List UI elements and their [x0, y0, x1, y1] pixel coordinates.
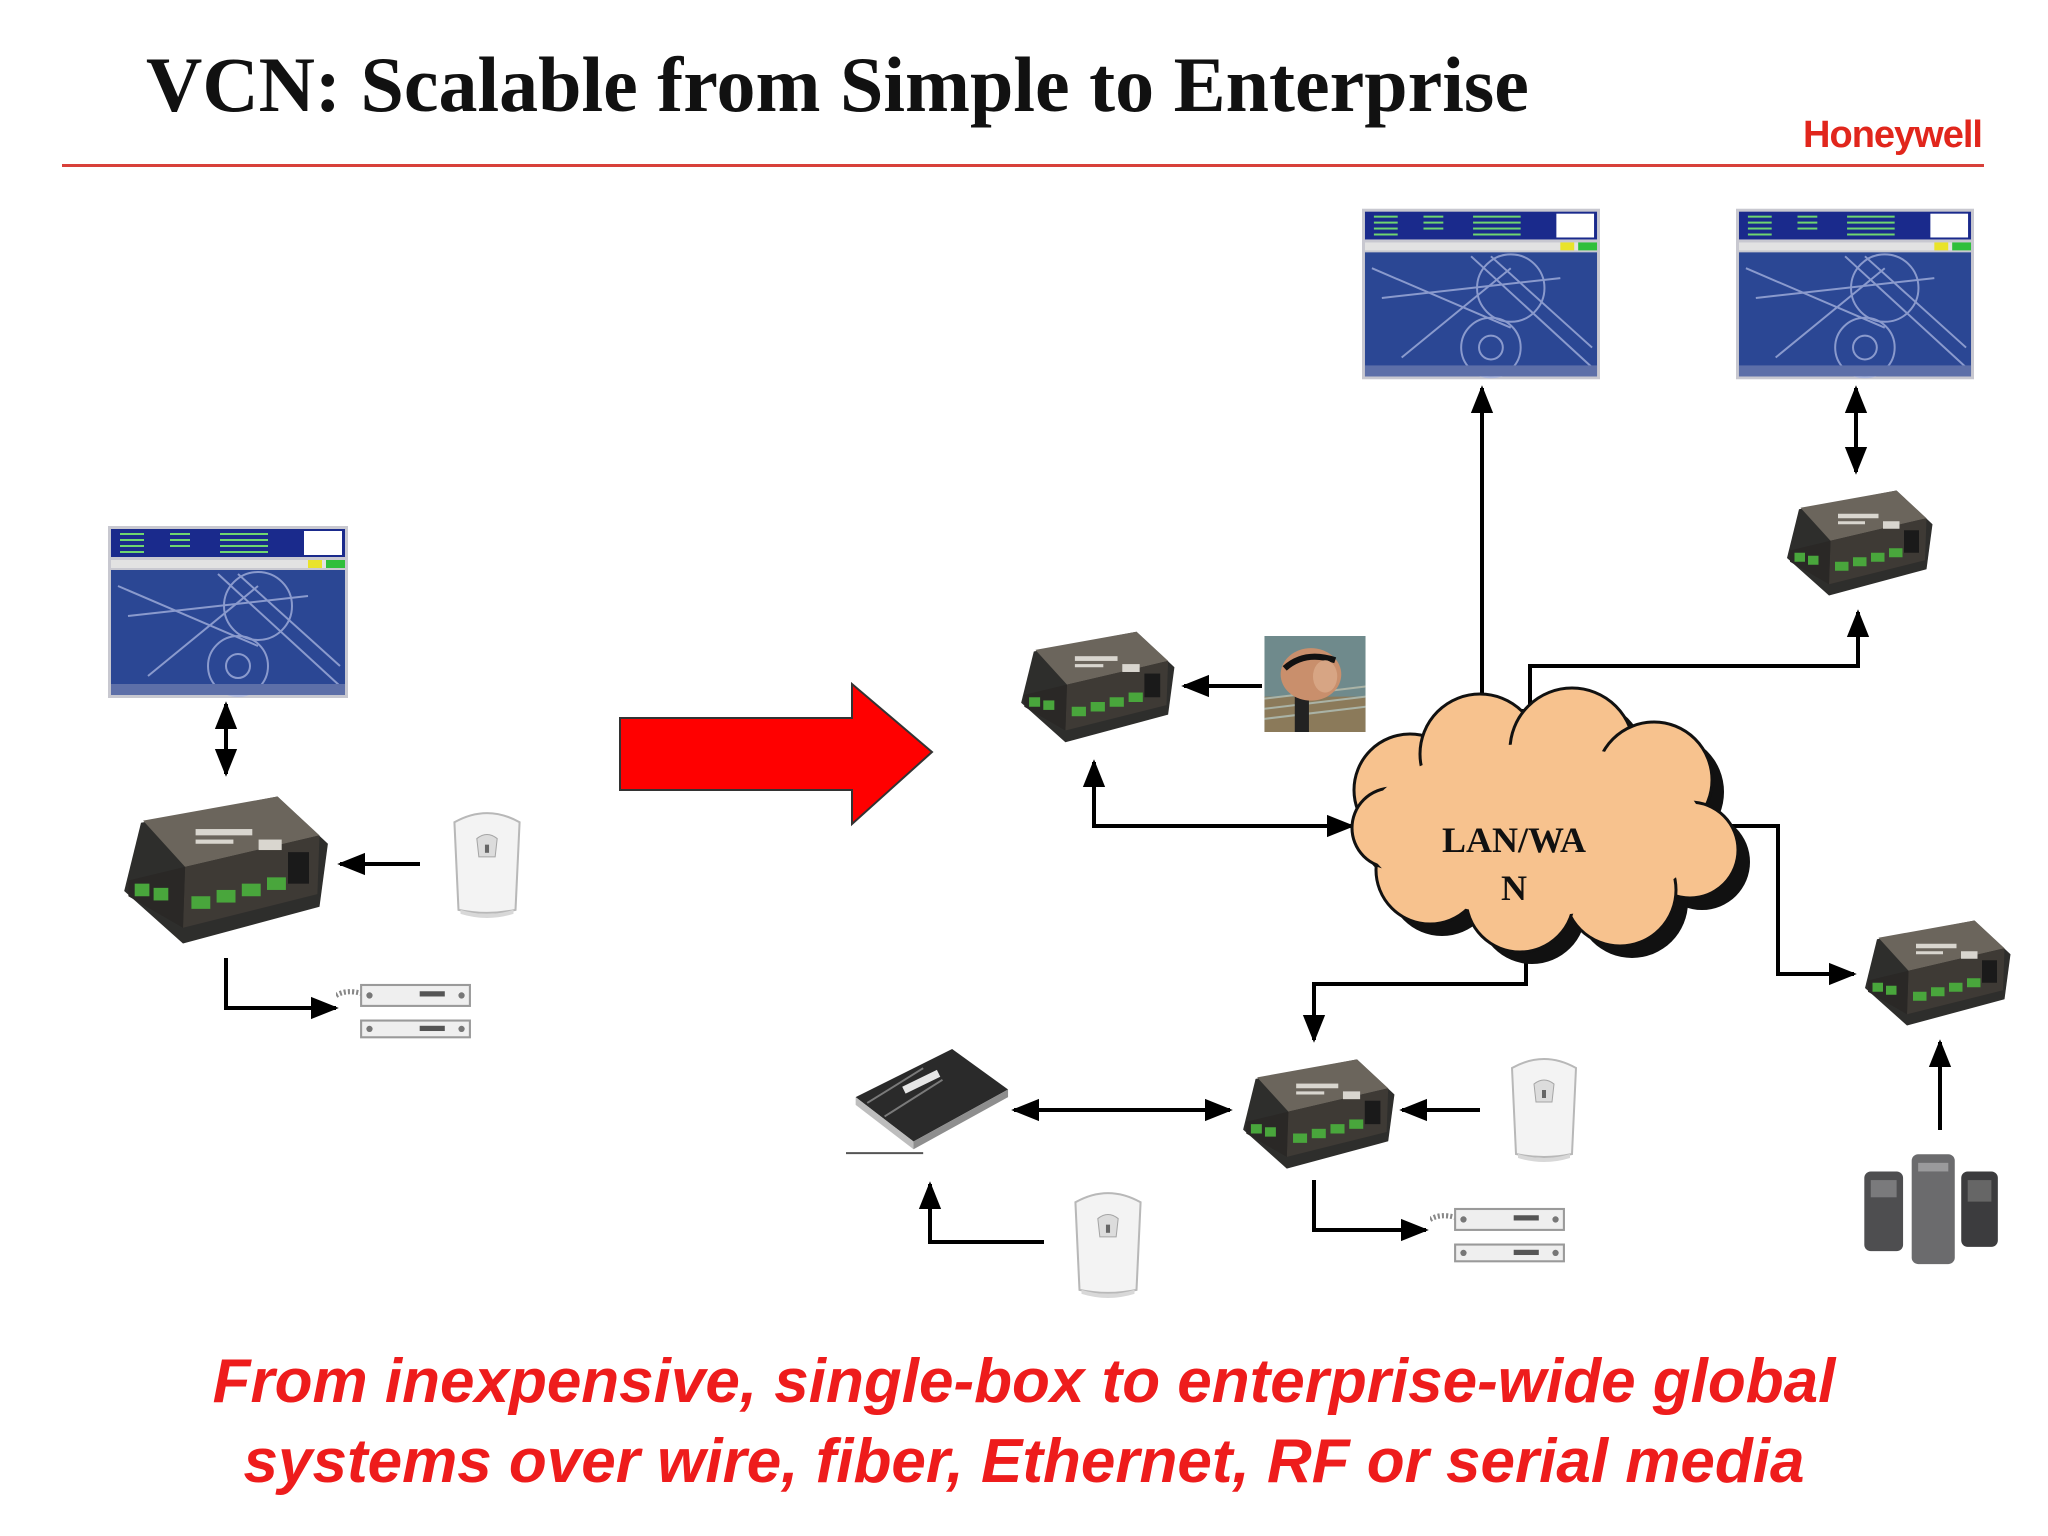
tagline-line-2: systems over wire, fiber, Ethernet, RF o… [243, 1427, 1805, 1496]
motion-sensor-icon [1511, 1058, 1577, 1163]
network-label-line1: LAN/WA [1442, 820, 1586, 860]
access-panel-icon [846, 1047, 1010, 1155]
workstation-monitor-icon [1362, 208, 1600, 380]
workstation-monitor-icon [108, 526, 348, 698]
security-appliance-icon [124, 796, 328, 944]
tagline-line-1: From inexpensive, single-box to enterpri… [212, 1347, 1836, 1416]
slide-title: VCN: Scalable from Simple to Enterprise [146, 41, 1529, 128]
card-reader-icon [1864, 1154, 1998, 1265]
workstation-monitor-icon [1736, 208, 1974, 380]
camera-icon [1264, 636, 1365, 732]
door-contact-icon [336, 985, 470, 1037]
door-contact-icon [1430, 1209, 1564, 1261]
connector-lines [214, 385, 1952, 1244]
motion-sensor-icon [1074, 1192, 1142, 1300]
security-appliance-icon [1787, 490, 1933, 596]
security-appliance-icon [1243, 1059, 1395, 1169]
scale-up-arrow [619, 681, 934, 827]
security-appliance-icon [1865, 920, 2011, 1026]
honeywell-logo: Honeywell [1803, 114, 1983, 156]
network-label-line2: N [1501, 868, 1527, 908]
lan-wan-cloud: LAN/WA N [1350, 686, 1750, 964]
motion-sensor-icon [453, 812, 521, 919]
security-appliance-icon [1021, 631, 1175, 743]
title-divider [62, 164, 1984, 167]
